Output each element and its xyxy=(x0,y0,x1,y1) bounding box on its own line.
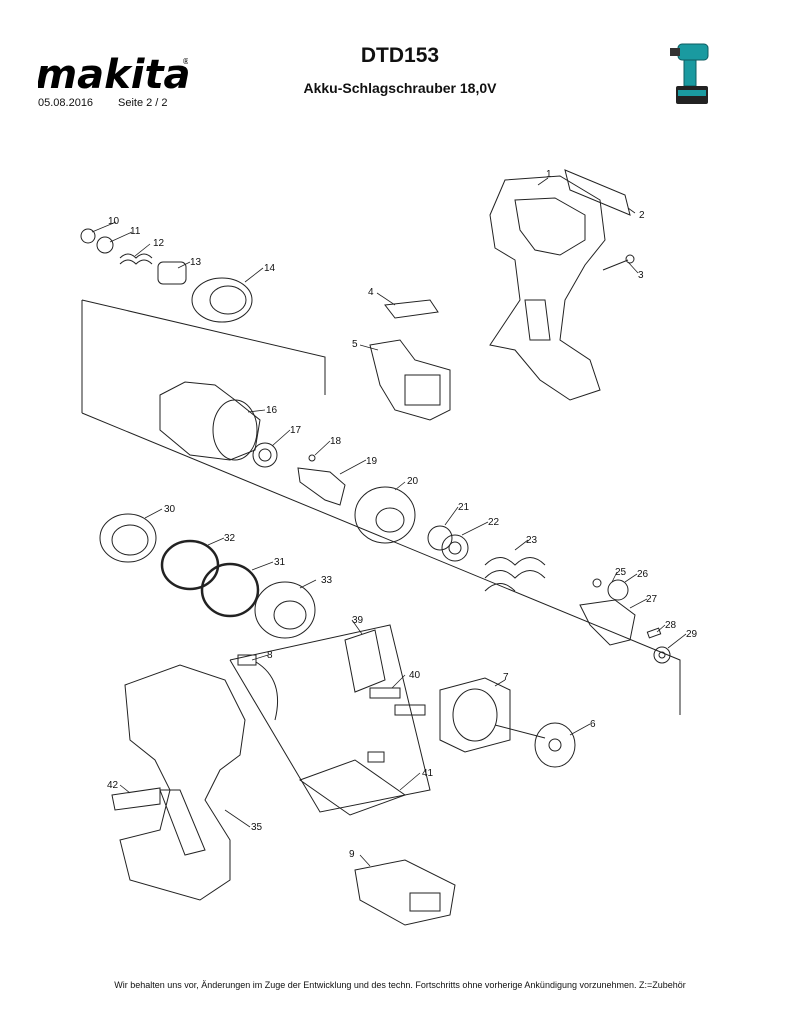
part-number-32: 32 xyxy=(224,533,236,544)
part-number-23: 23 xyxy=(526,535,538,546)
part-number-35: 35 xyxy=(251,822,263,833)
part-number-31: 31 xyxy=(274,557,286,568)
part-number-5: 5 xyxy=(352,339,358,350)
part-number-2: 2 xyxy=(639,210,645,221)
part-number-29: 29 xyxy=(686,629,698,640)
part-number-19: 19 xyxy=(366,456,378,467)
part-number-3: 3 xyxy=(638,270,644,281)
part-number-40: 40 xyxy=(409,670,421,681)
part-number-20: 20 xyxy=(407,476,419,487)
part-number-6: 6 xyxy=(590,719,596,730)
part-number-11: 11 xyxy=(130,226,141,237)
part-number-39: 39 xyxy=(352,615,364,626)
part-number-14: 14 xyxy=(264,263,276,274)
part-number-9: 9 xyxy=(349,849,355,860)
part-number-1: 1 xyxy=(546,169,552,180)
part-number-30: 30 xyxy=(164,504,176,515)
model-title: DTD153 xyxy=(360,44,440,67)
part-number-10: 10 xyxy=(108,216,120,227)
part-number-26: 26 xyxy=(637,569,649,580)
header-page: Seite 2 / 2 xyxy=(118,97,168,109)
part-number-27: 27 xyxy=(646,594,658,605)
part-number-18: 18 xyxy=(330,436,342,447)
model-description: Akku-Schlagschrauber 18,0V xyxy=(303,80,497,96)
makita-logo: makita ® xyxy=(38,50,188,98)
part-number-4: 4 xyxy=(368,287,374,298)
part-number-42: 42 xyxy=(107,780,119,791)
footer-disclaimer: Wir behalten uns vor, Änderungen im Zuge… xyxy=(114,980,686,990)
header-date: 05.08.2016 xyxy=(38,97,94,109)
part-number-33: 33 xyxy=(321,575,333,586)
makita-logo-text: makita xyxy=(38,52,188,98)
part-number-16: 16 xyxy=(266,405,278,416)
part-number-7: 7 xyxy=(503,672,509,683)
part-number-22: 22 xyxy=(488,517,500,528)
part-number-28: 28 xyxy=(665,620,677,631)
svg-text:®: ® xyxy=(182,57,188,66)
product-thumbnail xyxy=(670,43,709,104)
part-number-41: 41 xyxy=(422,768,434,779)
part-number-12: 12 xyxy=(153,238,165,249)
part-number-21: 21 xyxy=(458,502,470,513)
part-number-17: 17 xyxy=(290,425,302,436)
part-number-8: 8 xyxy=(267,650,273,661)
part-number-25: 25 xyxy=(615,567,627,578)
part-number-13: 13 xyxy=(190,257,202,268)
